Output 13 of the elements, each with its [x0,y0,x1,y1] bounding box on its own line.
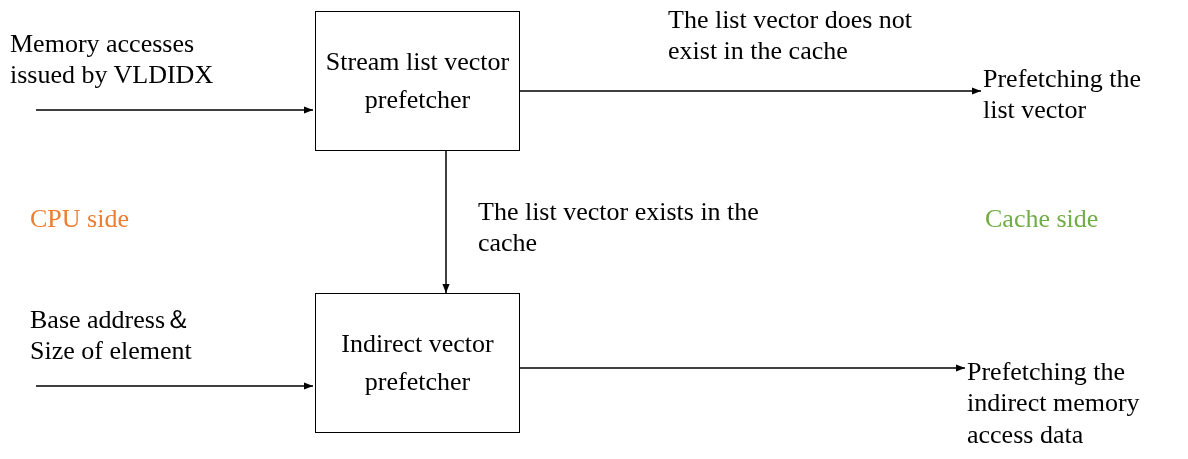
process-box [315,293,520,433]
box-label: Indirect vector prefetcher [340,328,495,398]
arrow [35,106,314,114]
arrow [35,382,314,390]
arrow [519,364,966,372]
process-box [315,11,520,151]
output-text: Prefetching the list vector [983,62,1143,126]
side-label: CPU side [30,203,129,235]
arrow [519,87,982,95]
output-text: Prefetching the indirect memory access data [967,356,1141,450]
arrow [442,150,450,294]
side-label: Cache side [985,203,1099,235]
box-label: Stream list vector prefetcher [324,46,511,116]
